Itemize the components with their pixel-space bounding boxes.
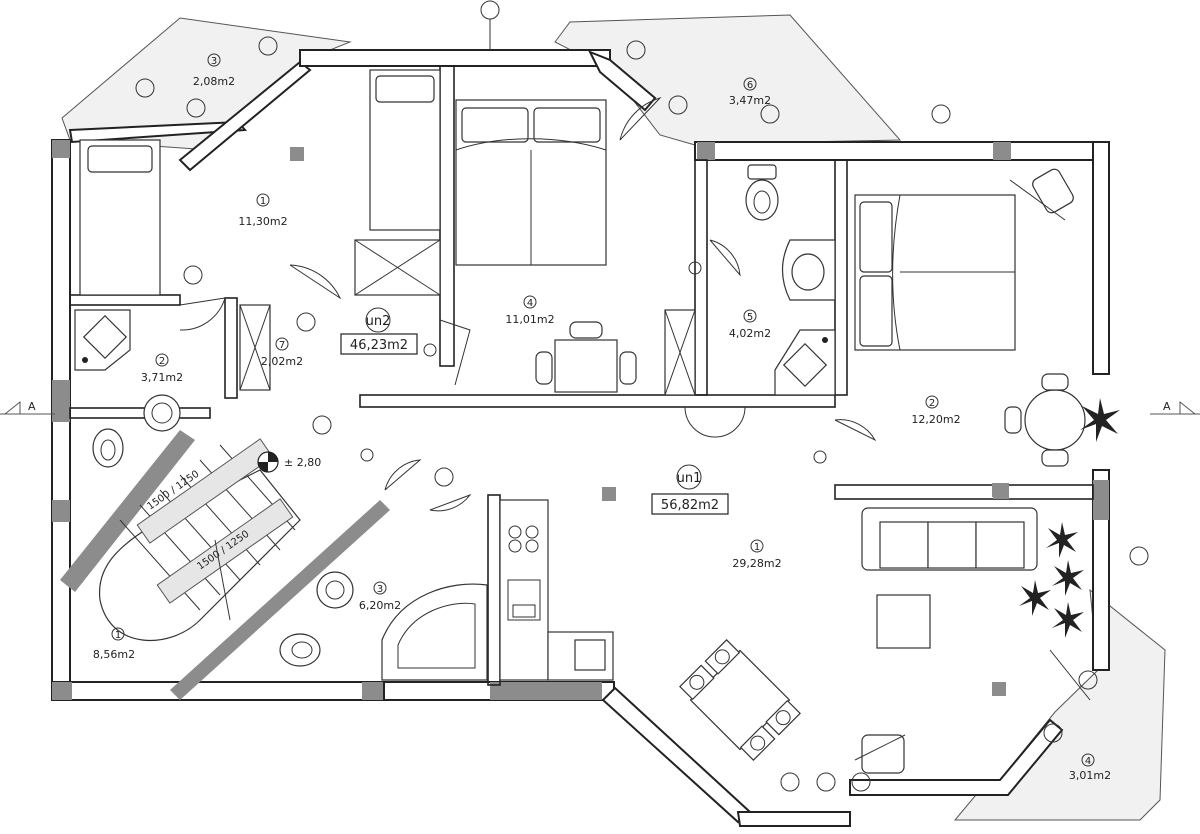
bed-double-2 [854, 194, 1016, 351]
plant-icon [1080, 398, 1120, 442]
room-label-stair-1: 1 8,56m2 [93, 627, 135, 661]
svg-text:7: 7 [279, 340, 285, 351]
table-2 [1004, 373, 1086, 467]
svg-text:3,01m2: 3,01m2 [1069, 769, 1111, 782]
unit-label-un2: un2 [366, 314, 391, 329]
dining-table [679, 639, 801, 761]
section-marker-left: A [0, 400, 55, 415]
kitchen-counter [499, 499, 614, 681]
room-label-bath-2: 2 3,71m2 [141, 353, 183, 384]
room-label-hall-7: 7 2,02m2 [261, 337, 303, 368]
unit-area-un1: 56,82m2 [661, 498, 719, 513]
room-label-bed-4: 4 11,01m2 [505, 295, 555, 326]
plant-icons [1019, 398, 1120, 638]
plant-icon [1019, 580, 1051, 616]
plant-icon [1052, 560, 1084, 596]
coffee-table [876, 594, 931, 649]
svg-text:6,20m2: 6,20m2 [359, 599, 401, 612]
wardrobe-1 [354, 239, 441, 296]
unit-un2: un2 46,23m2 [340, 307, 418, 355]
balcony-top-right [554, 14, 902, 146]
plant-icon [1046, 522, 1078, 558]
doors [179, 96, 1091, 701]
room-labels: 3 2,08m2 6 3,47m2 1 11,30m2 2 3,71m2 7 2… [93, 53, 1111, 782]
shower-5 [774, 329, 836, 396]
toilet-5 [745, 164, 779, 221]
section-label-right: A [1163, 400, 1171, 413]
bed-single-top [369, 69, 441, 231]
wardrobe-hall [239, 304, 271, 391]
sofa [861, 507, 1038, 571]
svg-text:3,47m2: 3,47m2 [729, 94, 771, 107]
unit-label-un1: un1 [677, 471, 702, 486]
svg-text:2: 2 [159, 356, 165, 367]
room-label-bed-1: 1 11,30m2 [238, 193, 288, 228]
svg-text:1: 1 [115, 630, 121, 641]
room-label-bath-5: 5 4,02m2 [729, 309, 771, 340]
toilet-3 [279, 633, 321, 667]
svg-text:2,02m2: 2,02m2 [261, 355, 303, 368]
svg-text:2: 2 [929, 398, 935, 409]
elevation-marker: ± 2,80 [257, 451, 321, 473]
fixture-symbols [135, 0, 1149, 792]
svg-text:1: 1 [260, 196, 266, 207]
sink-3 [316, 571, 354, 609]
room-label-bal-3: 3 2,08m2 [193, 53, 235, 88]
stairs: 1500 / 1250 1500 / 1250 [98, 438, 301, 642]
svg-text:4: 4 [1085, 756, 1091, 767]
walls [51, 49, 1110, 827]
svg-text:8,56m2: 8,56m2 [93, 648, 135, 661]
room-label-bal-6: 6 3,47m2 [729, 77, 771, 107]
room-label-bal-4: 4 3,01m2 [1069, 753, 1111, 782]
svg-text:11,30m2: 11,30m2 [238, 215, 287, 228]
bed-double-4 [455, 99, 607, 266]
toilet-2 [92, 428, 124, 468]
bathtub-3 [381, 583, 488, 681]
svg-text:4: 4 [527, 298, 533, 309]
shower-2 [74, 309, 131, 371]
section-label-left: A [28, 400, 36, 413]
armchair-2 [1009, 168, 1074, 221]
svg-text:3: 3 [211, 56, 217, 67]
svg-text:3: 3 [377, 584, 383, 595]
room-label-living-1: 1 29,28m2 [732, 539, 782, 570]
svg-text:1: 1 [754, 542, 760, 553]
elevation-label: ± 2,80 [284, 456, 321, 469]
balcony-outlines [61, 14, 1166, 821]
svg-text:4,02m2: 4,02m2 [729, 327, 771, 340]
svg-text:3,71m2: 3,71m2 [141, 371, 183, 384]
balcony-bottom-right [953, 588, 1166, 821]
sink-5 [781, 239, 836, 301]
section-marker-right: A [1150, 400, 1200, 415]
columns [290, 147, 1006, 696]
room-label-bath-3: 3 6,20m2 [359, 581, 401, 612]
bed-single-left [79, 139, 161, 296]
armchair-living [854, 734, 906, 774]
sink-2 [143, 394, 181, 432]
room-label-bed-2: 2 12,20m2 [911, 395, 961, 426]
unit-area-un2: 46,23m2 [350, 338, 408, 353]
svg-text:2,08m2: 2,08m2 [193, 75, 235, 88]
svg-text:6: 6 [747, 80, 753, 91]
wardrobe-4 [664, 309, 696, 396]
svg-text:12,20m2: 12,20m2 [911, 413, 960, 426]
svg-text:5: 5 [747, 312, 753, 323]
desk-4 [535, 321, 637, 393]
svg-text:11,01m2: 11,01m2 [505, 313, 554, 326]
unit-un1: un1 56,82m2 [651, 464, 729, 515]
svg-text:29,28m2: 29,28m2 [732, 557, 781, 570]
plant-icon [1052, 602, 1084, 638]
